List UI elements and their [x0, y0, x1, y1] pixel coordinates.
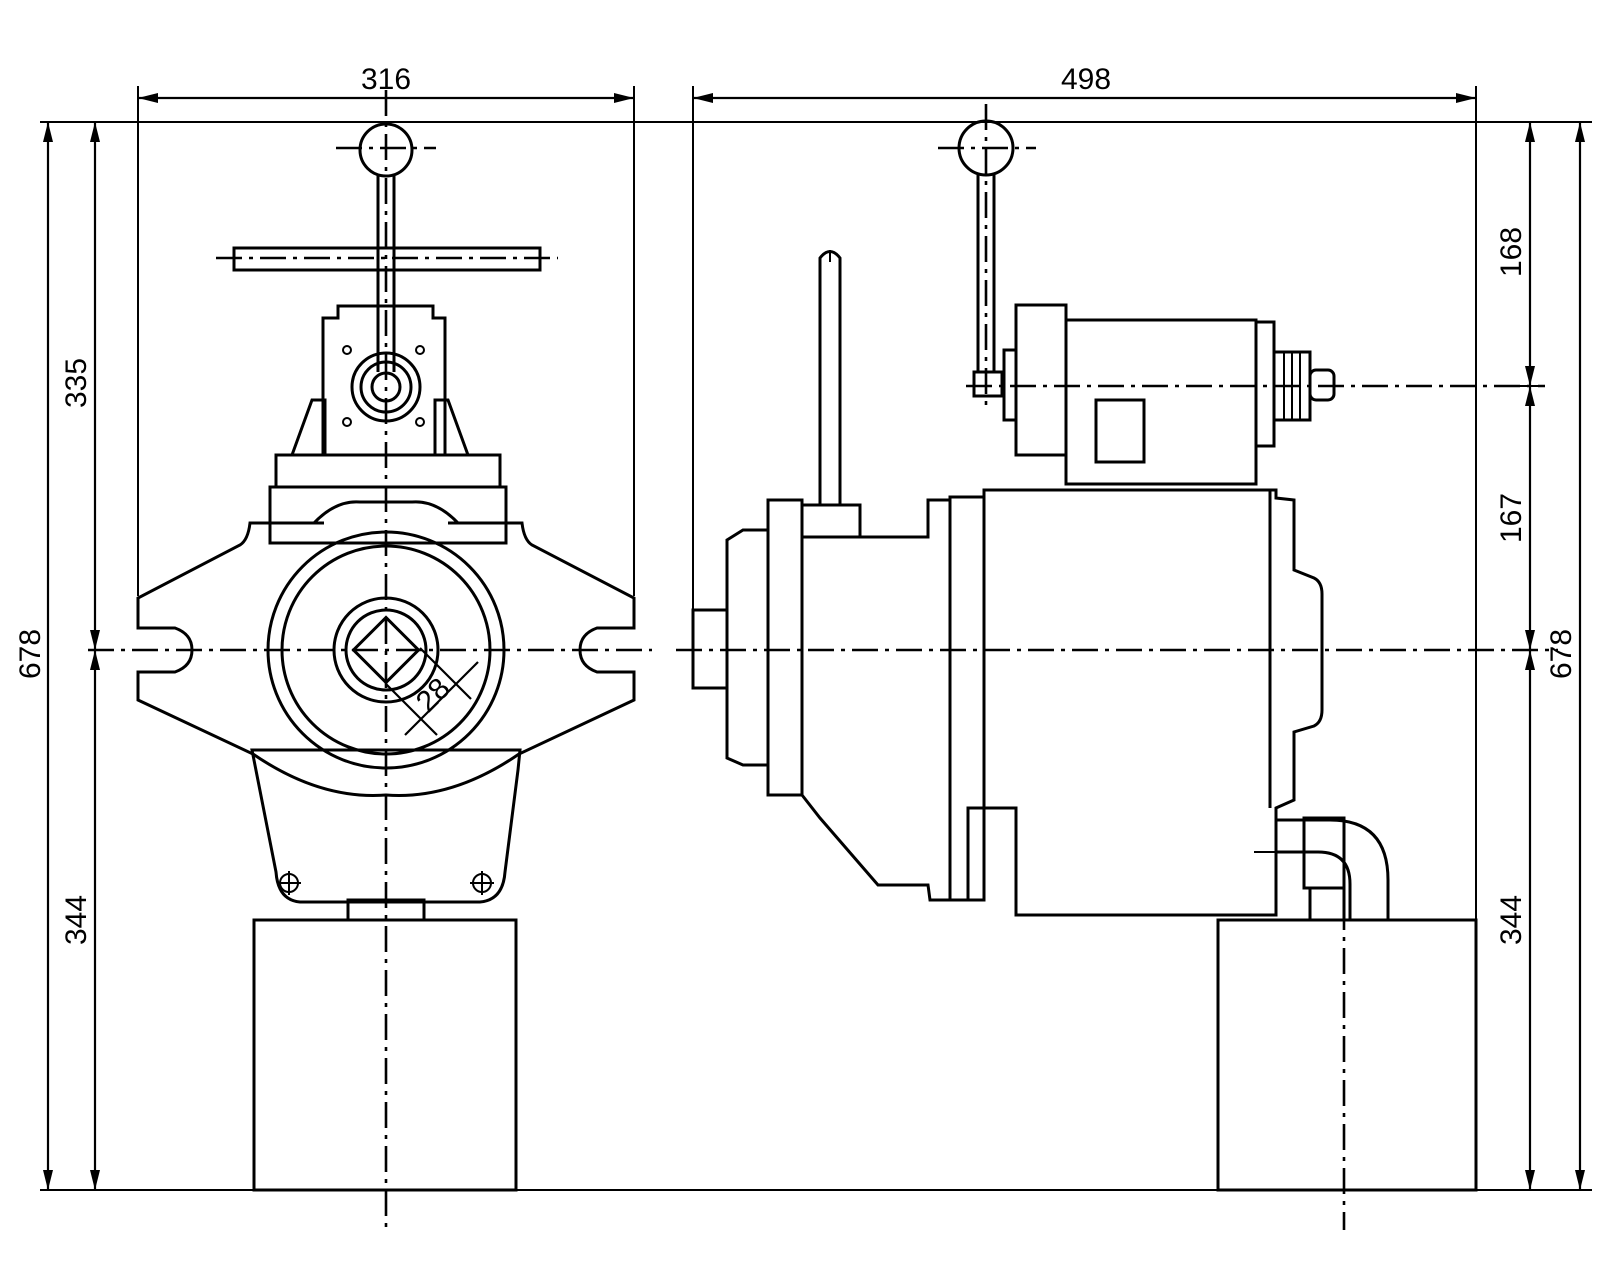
dim-right-lower: 344: [1495, 650, 1535, 1190]
right-total-label: 678: [1545, 629, 1578, 679]
dim-side-width: 498: [693, 63, 1476, 103]
dim-front-width: 316: [138, 63, 634, 103]
dim-left-upper: 335: [60, 122, 100, 650]
front-ramp: [290, 398, 470, 456]
front-lower-housing: [250, 748, 522, 904]
left-lower-label: 344: [60, 895, 93, 945]
front-width-label: 316: [361, 63, 411, 96]
dim-left-lower: 344: [60, 650, 100, 1190]
side-left-cover: [725, 528, 770, 767]
dim-right-total: 678: [1545, 122, 1585, 1190]
dim-right-middle: 167: [1495, 386, 1535, 650]
front-actuator-head: [321, 304, 447, 457]
side-width-label: 498: [1061, 63, 1111, 96]
front-shaft-square: [351, 615, 421, 685]
left-upper-label: 335: [60, 358, 93, 408]
side-top-gear-cap: [1254, 320, 1276, 448]
side-main-body: [966, 488, 1324, 917]
dim-right-upper: 168: [1495, 122, 1535, 386]
left-total-label: 678: [14, 629, 47, 679]
bolt-mark-left: [277, 871, 301, 895]
dim-left-total: 678: [14, 122, 53, 1190]
dimension-lines: 316 498 678 335: [14, 63, 1592, 1191]
side-left-flange: [766, 498, 804, 797]
side-top-rear-cap: [1014, 303, 1068, 457]
side-base-block: [1216, 918, 1478, 1192]
bolt-mark-right: [470, 871, 494, 895]
side-lever-boss: [800, 503, 862, 539]
front-upper-block-top: [274, 453, 502, 489]
side-elbow-pipe: [1276, 818, 1390, 920]
side-gearbox-body: [800, 498, 952, 902]
front-upper-block: [268, 485, 508, 545]
side-top-lever-clamp: [972, 370, 1004, 398]
actuator-bolt-1: [342, 345, 352, 355]
side-pipe-fitting: [1302, 816, 1346, 890]
shaft-key-dimension: 28: [385, 647, 479, 736]
actuator-bolt-3: [342, 417, 352, 427]
front-lever-rod: [376, 175, 396, 372]
right-middle-label: 167: [1495, 493, 1528, 543]
side-pipe-lower: [1308, 888, 1346, 920]
side-view: [676, 104, 1558, 1230]
right-upper-label: 168: [1495, 227, 1528, 277]
side-top-window: [1094, 398, 1146, 464]
side-top-lever-rod: [976, 172, 996, 372]
actuator-bolt-2: [415, 345, 425, 355]
side-lever-rod: [818, 250, 842, 505]
right-lower-label: 344: [1495, 895, 1528, 945]
front-view: 28: [88, 90, 652, 1230]
actuator-bolt-4: [415, 417, 425, 427]
side-top-front-step: [1002, 348, 1016, 422]
